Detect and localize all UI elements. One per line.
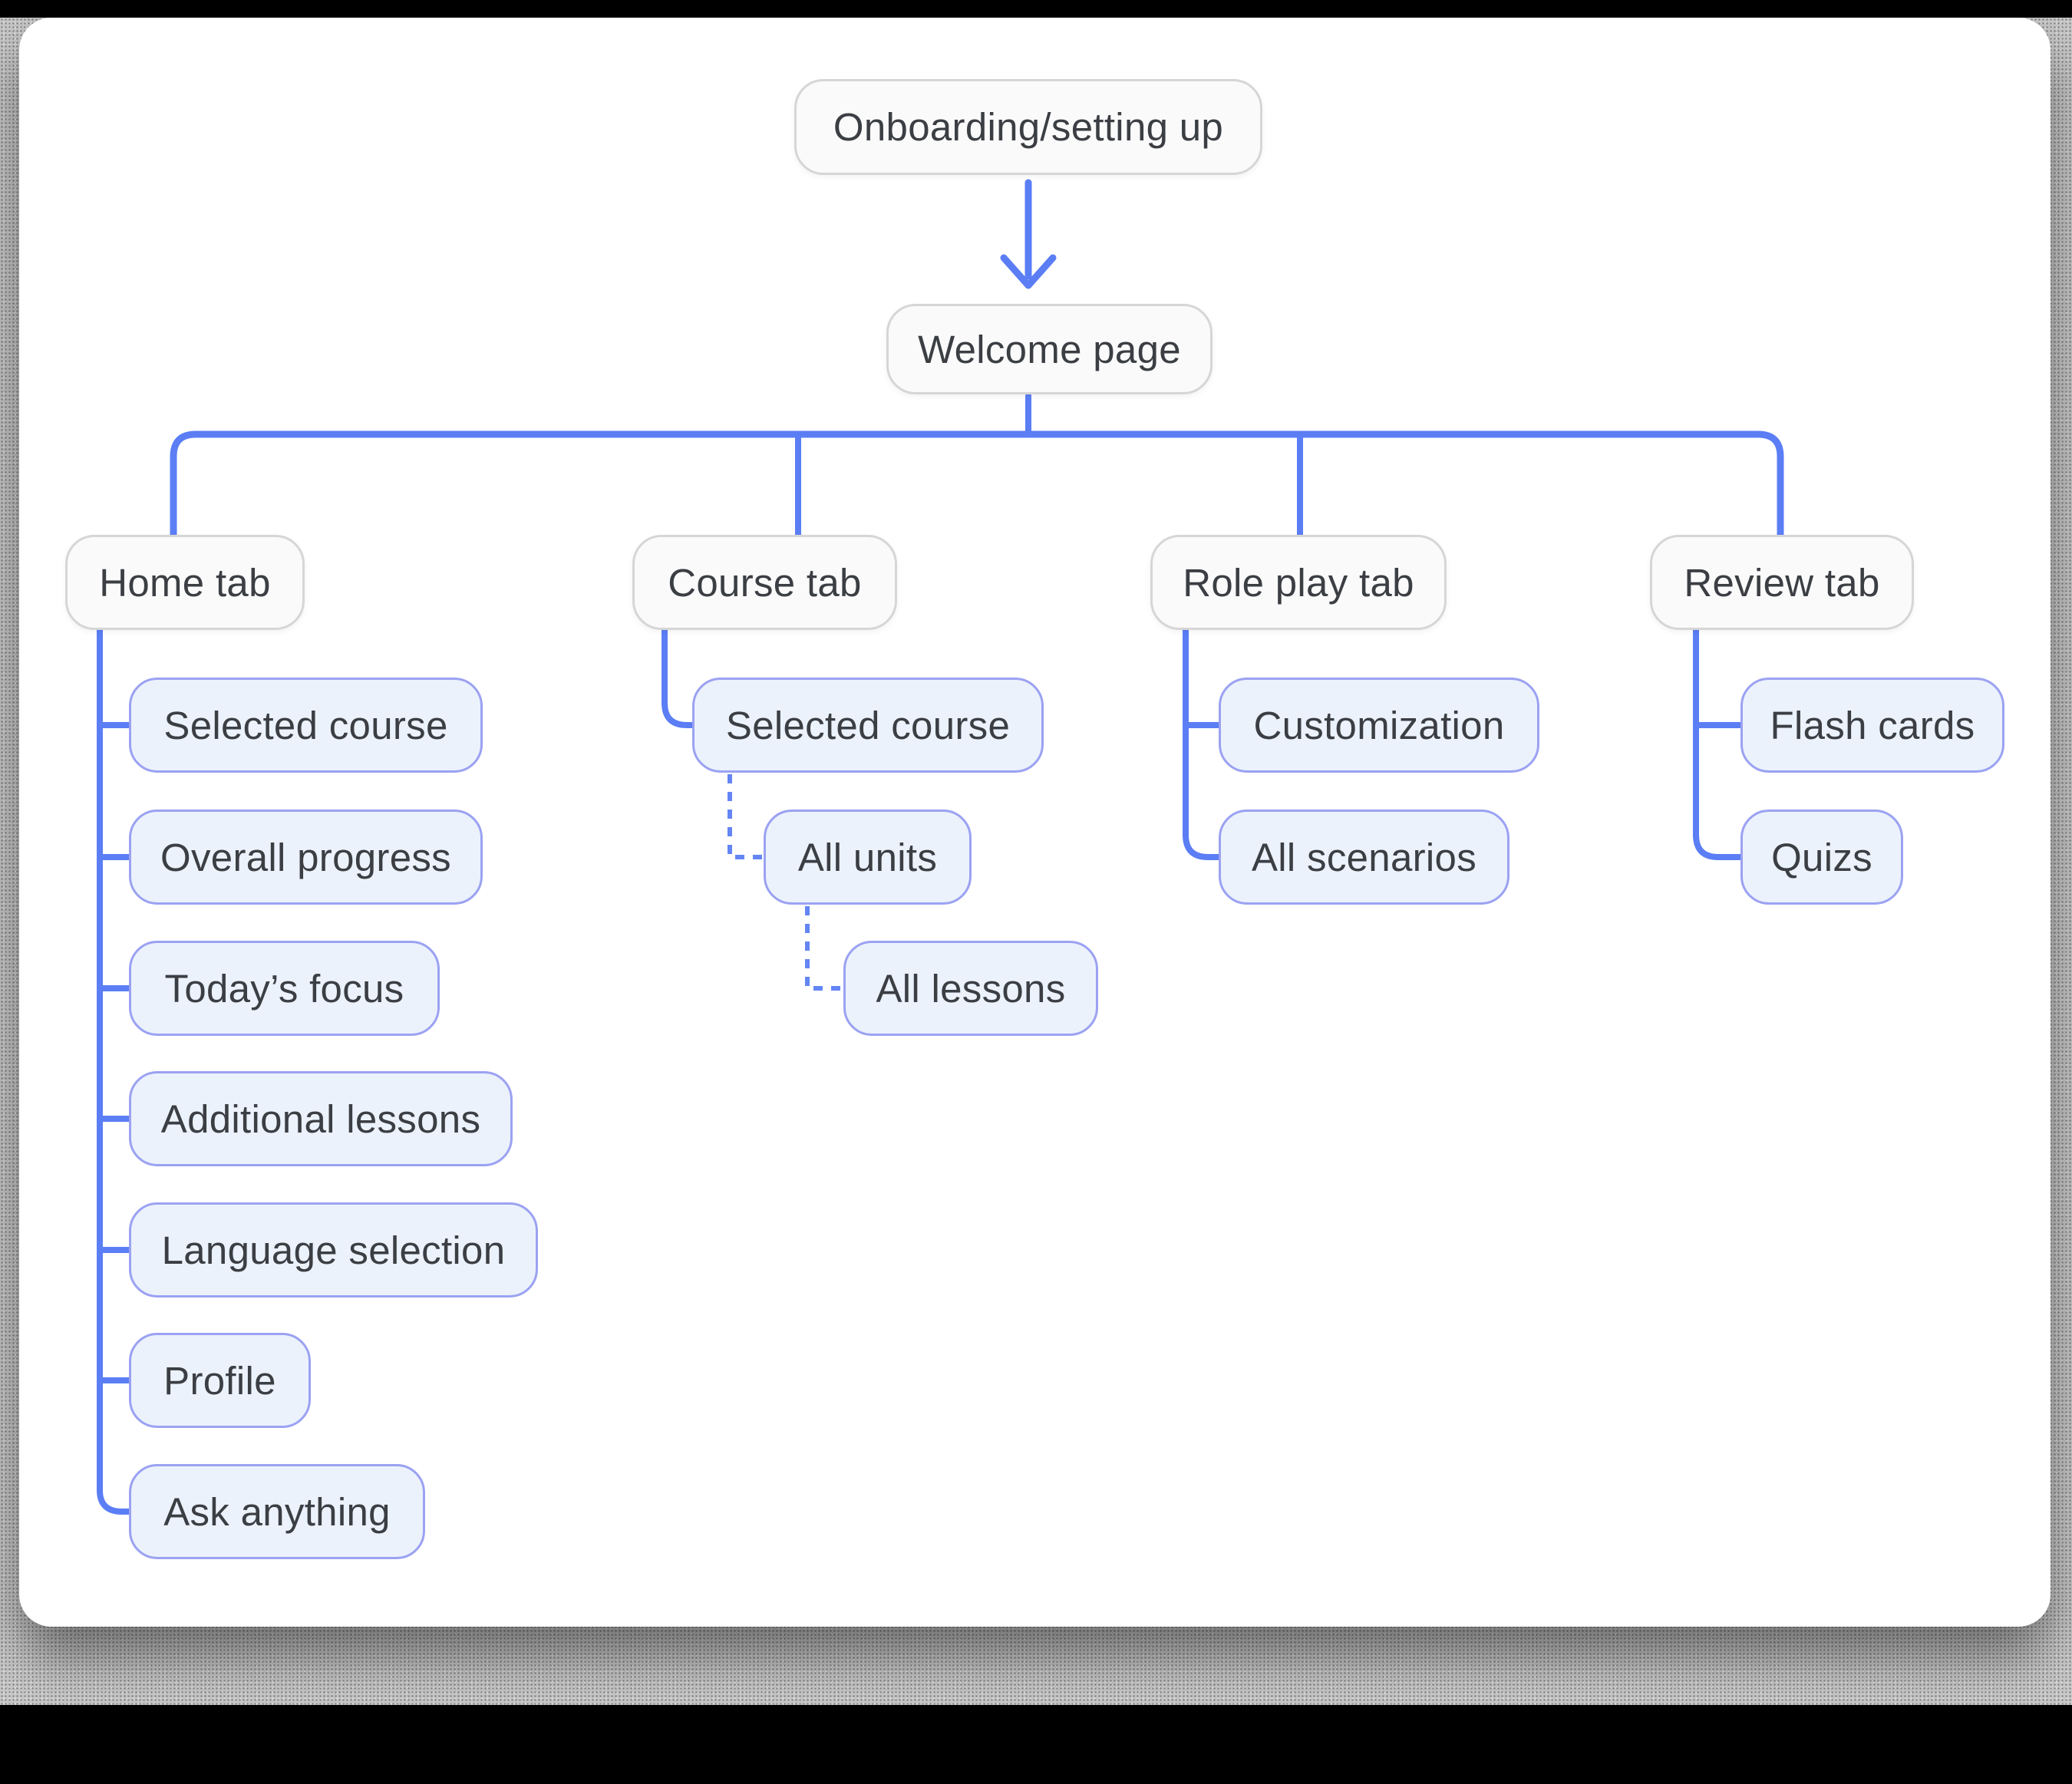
node-home-additional-lessons: Additional lessons bbox=[129, 1071, 513, 1166]
course-dashed-link-2 bbox=[805, 906, 843, 991]
node-home-overall-progress: Overall progress bbox=[129, 810, 483, 905]
node-home-selected-course: Selected course bbox=[129, 678, 483, 773]
node-review-flash-cards: Flash cards bbox=[1740, 678, 2004, 773]
home-trunk bbox=[97, 627, 132, 1515]
node-review-tab: Review tab bbox=[1650, 535, 1914, 630]
node-home-tab: Home tab bbox=[65, 535, 305, 630]
course-dashed-link-1 bbox=[728, 774, 764, 859]
node-home-language-selection: Language selection bbox=[129, 1202, 538, 1298]
node-course-selected-course: Selected course bbox=[692, 678, 1044, 773]
node-roleplay-tab: Role play tab bbox=[1150, 535, 1447, 630]
node-roleplay-all-scenarios: All scenarios bbox=[1219, 810, 1509, 905]
node-onboarding: Onboarding/setting up bbox=[794, 79, 1262, 175]
node-roleplay-customization: Customization bbox=[1219, 678, 1539, 773]
node-home-profile: Profile bbox=[129, 1333, 311, 1428]
node-home-todays-focus: Today’s focus bbox=[129, 941, 440, 1036]
course-trunk bbox=[662, 627, 695, 728]
node-course-all-lessons: All lessons bbox=[843, 941, 1098, 1036]
main-branch-line bbox=[170, 430, 1784, 539]
node-home-ask-anything: Ask anything bbox=[129, 1464, 425, 1559]
node-review-quizs: Quizs bbox=[1740, 810, 1903, 905]
review-trunk bbox=[1693, 627, 1744, 860]
node-course-all-units: All units bbox=[764, 810, 972, 905]
roleplay-trunk bbox=[1183, 627, 1222, 860]
node-course-tab: Course tab bbox=[632, 535, 897, 630]
arrow-head-icon bbox=[1000, 254, 1057, 289]
node-welcome-page: Welcome page bbox=[886, 304, 1213, 394]
